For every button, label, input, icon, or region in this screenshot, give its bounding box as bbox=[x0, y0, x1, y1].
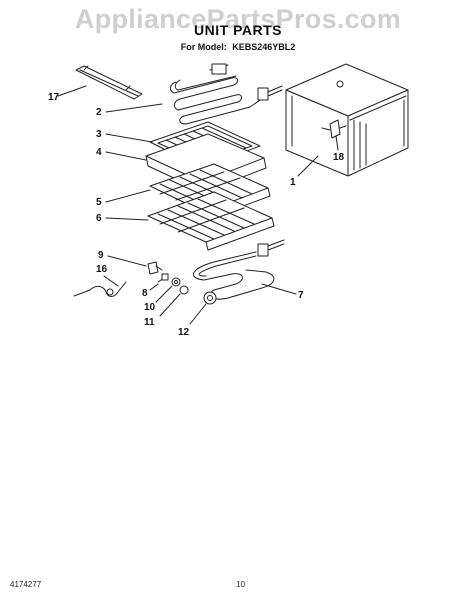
callout-18: 18 bbox=[333, 152, 345, 163]
callout-12: 12 bbox=[178, 327, 190, 338]
leader-11 bbox=[159, 293, 181, 317]
model-line: For Model: KEBS246YBL2 bbox=[0, 42, 476, 52]
part-1-oven-cavity bbox=[285, 63, 409, 177]
leader-18 bbox=[335, 135, 339, 151]
callout-3: 3 bbox=[96, 129, 102, 140]
part-2-broil-element bbox=[105, 63, 283, 125]
callout-11: 11 bbox=[144, 317, 155, 328]
watermark: AppliancePartsPros.com bbox=[74, 4, 402, 34]
part-8-screw bbox=[149, 273, 169, 291]
callout-8: 8 bbox=[142, 288, 148, 299]
leader-7 bbox=[261, 283, 297, 295]
part-7-bake-element bbox=[192, 239, 297, 300]
leader-17 bbox=[57, 85, 87, 97]
callout-7: 7 bbox=[298, 290, 304, 301]
part-11-nut bbox=[159, 285, 189, 317]
leader-8 bbox=[149, 283, 159, 291]
part-6-oven-rack bbox=[105, 191, 275, 251]
doc-number: 4174277 bbox=[10, 580, 42, 589]
leader-4 bbox=[105, 151, 147, 161]
callout-16: 16 bbox=[96, 264, 108, 275]
part-16-sensor-probe bbox=[73, 275, 127, 297]
leader-3 bbox=[105, 133, 153, 143]
leader-9 bbox=[107, 255, 147, 267]
part-12-retainer bbox=[189, 291, 217, 325]
leader-2 bbox=[105, 103, 163, 113]
page-number: 10 bbox=[236, 580, 245, 589]
part-17-trim-strip bbox=[57, 65, 143, 100]
part-9-bracket bbox=[107, 255, 163, 275]
leader-12 bbox=[189, 303, 207, 325]
callout-2: 2 bbox=[96, 107, 102, 118]
leader-16 bbox=[103, 275, 119, 287]
callout-4: 4 bbox=[96, 147, 102, 158]
callout-9: 9 bbox=[98, 250, 104, 261]
callout-6: 6 bbox=[96, 213, 102, 224]
callout-1: 1 bbox=[290, 177, 296, 188]
callout-10: 10 bbox=[144, 302, 156, 313]
leader-10 bbox=[155, 285, 173, 303]
model-label: For Model: bbox=[180, 42, 227, 52]
callout-17: 17 bbox=[48, 92, 60, 103]
model-number: KEBS246YBL2 bbox=[232, 42, 296, 52]
leader-6 bbox=[105, 217, 149, 221]
leader-1 bbox=[297, 155, 319, 177]
callout-5: 5 bbox=[96, 197, 102, 208]
leader-5 bbox=[105, 189, 151, 203]
part-10-grommet bbox=[155, 277, 181, 303]
diagram-title: UNIT PARTS bbox=[194, 22, 282, 38]
part-18-cavity-bracket bbox=[321, 119, 347, 151]
